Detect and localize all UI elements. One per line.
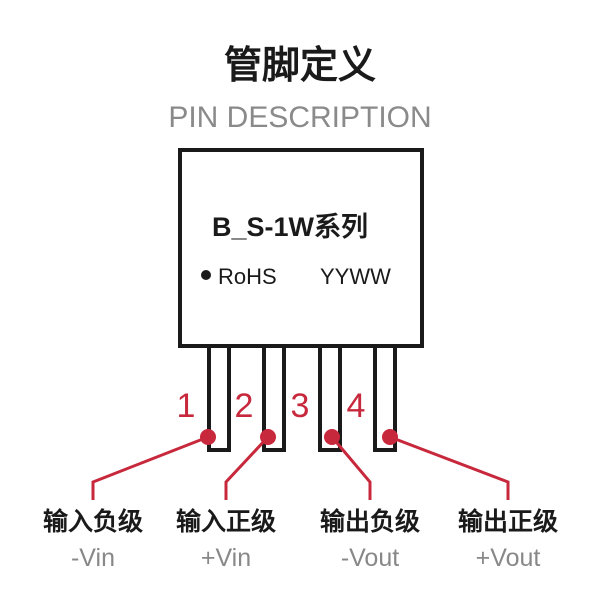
pin-label-zh-2: 输入正级 <box>176 507 276 536</box>
pin-number-2: 2 <box>235 387 254 425</box>
pin-label-en-1: -Vin <box>71 544 115 572</box>
leader-line-3 <box>330 436 372 500</box>
pin-contact-dot-2 <box>260 429 276 445</box>
pin-leg-4 <box>373 344 397 452</box>
leader-line-1 <box>91 435 209 500</box>
pin-contact-dot-1 <box>200 429 216 445</box>
title-zh: 管脚定义 <box>224 43 376 87</box>
pin-label-en-2: +Vin <box>201 544 251 572</box>
chip-rohs: RoHS <box>218 264 277 289</box>
pin-leg-3 <box>318 344 342 452</box>
pin-number-1: 1 <box>177 387 196 425</box>
pin-leg-1 <box>207 344 231 452</box>
pin-label-zh-1: 输入负级 <box>43 507 143 536</box>
pin-label-zh-3: 输出负级 <box>320 507 420 536</box>
pin-number-4: 4 <box>347 387 366 425</box>
leader-line-4 <box>389 435 510 500</box>
leader-line-2 <box>224 435 270 500</box>
chip-date-code: YYWW <box>320 264 391 289</box>
pin-leg-2 <box>262 344 286 452</box>
title-en: PIN DESCRIPTION <box>168 101 431 134</box>
pin-contact-dot-4 <box>382 429 398 445</box>
chip-model: B_S-1W系列 <box>212 212 368 242</box>
pin-contact-dot-3 <box>324 429 340 445</box>
pin-label-zh-4: 输出正级 <box>458 507 558 536</box>
pin1-dot-marker <box>201 270 211 280</box>
pin-label-en-3: -Vout <box>341 544 399 572</box>
pin-label-en-4: +Vout <box>476 544 541 572</box>
pin-number-3: 3 <box>291 387 310 425</box>
chip-body <box>178 148 424 348</box>
